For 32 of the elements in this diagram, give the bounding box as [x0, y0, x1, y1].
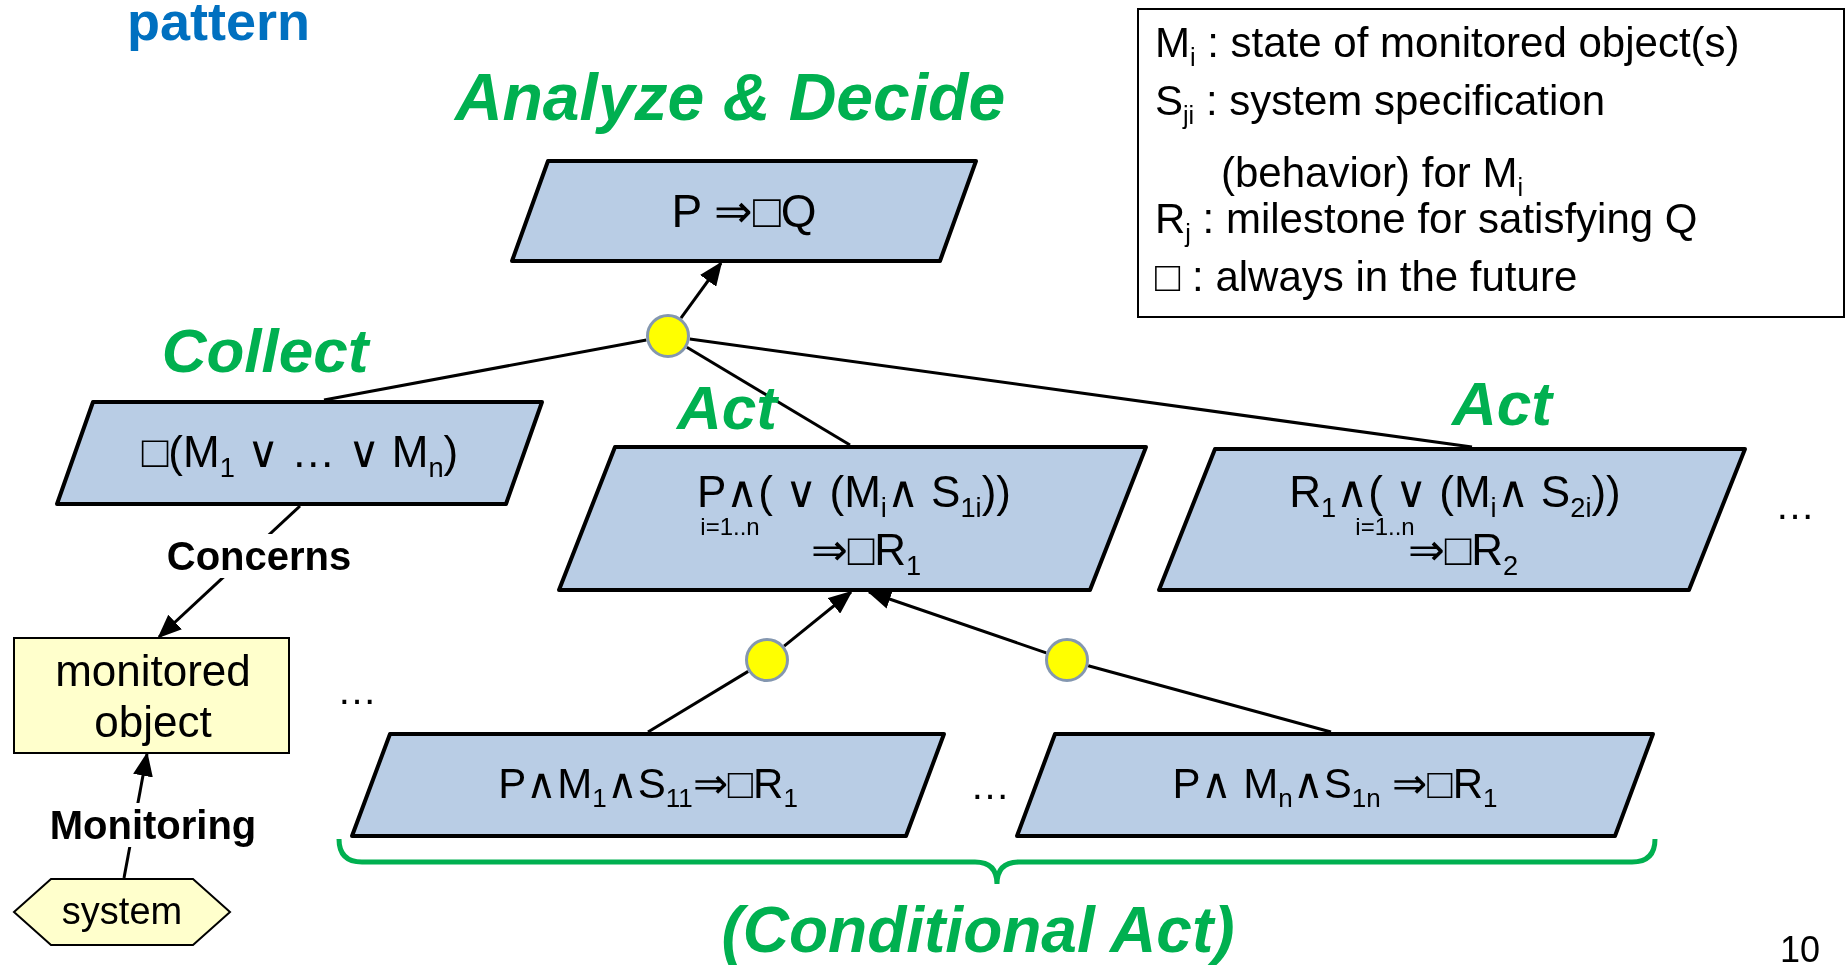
stage-heading: Analyze & Decide [454, 60, 1006, 136]
connector-line [323, 338, 647, 402]
group-caption: (Conditional Act) [721, 894, 1235, 966]
stage-heading: Act [677, 372, 777, 444]
arrow [679, 261, 723, 320]
system-hexagon [13, 878, 231, 946]
stage-heading: Collect [161, 315, 369, 387]
formula-text: □(M$_{1}$ ∨ … ∨ M$_{n}$) [141, 426, 459, 484]
ellipsis: … [970, 763, 1010, 807]
ellipsis: … [1775, 483, 1815, 527]
arrow [783, 590, 853, 648]
object-box [13, 637, 290, 754]
object-label: monitored object [54, 646, 252, 748]
formula-text: P∧M$_{1}$∧S$_{11}$⇒□R$_{1}$ [498, 759, 798, 815]
connector-line [647, 670, 749, 734]
stage-heading: Act [1452, 368, 1552, 440]
connector-line [1087, 664, 1332, 734]
ellipsis: … [337, 668, 377, 712]
process-parallelogram [1015, 732, 1655, 838]
junction-circle [745, 638, 789, 682]
page-number: 10 [1780, 930, 1820, 970]
junction-circle [1045, 638, 1089, 682]
key-entry: M$_{i}$ : state of monitored object(s) [1155, 18, 1740, 74]
key-entry: □ : always in the future [1155, 252, 1578, 302]
formula-text: P ⇒□Q [671, 184, 817, 238]
formula-text: P∧ M$_{n}$∧S$_{1n}$ ⇒□R$_{1}$ [1172, 759, 1498, 815]
connector-line [686, 346, 851, 447]
formula-text: ⇒□R$_{1}$ [810, 524, 922, 582]
connector-line [689, 337, 1473, 449]
system-label: system [61, 890, 183, 934]
process-parallelogram [350, 732, 946, 838]
junction-circle [646, 314, 690, 358]
